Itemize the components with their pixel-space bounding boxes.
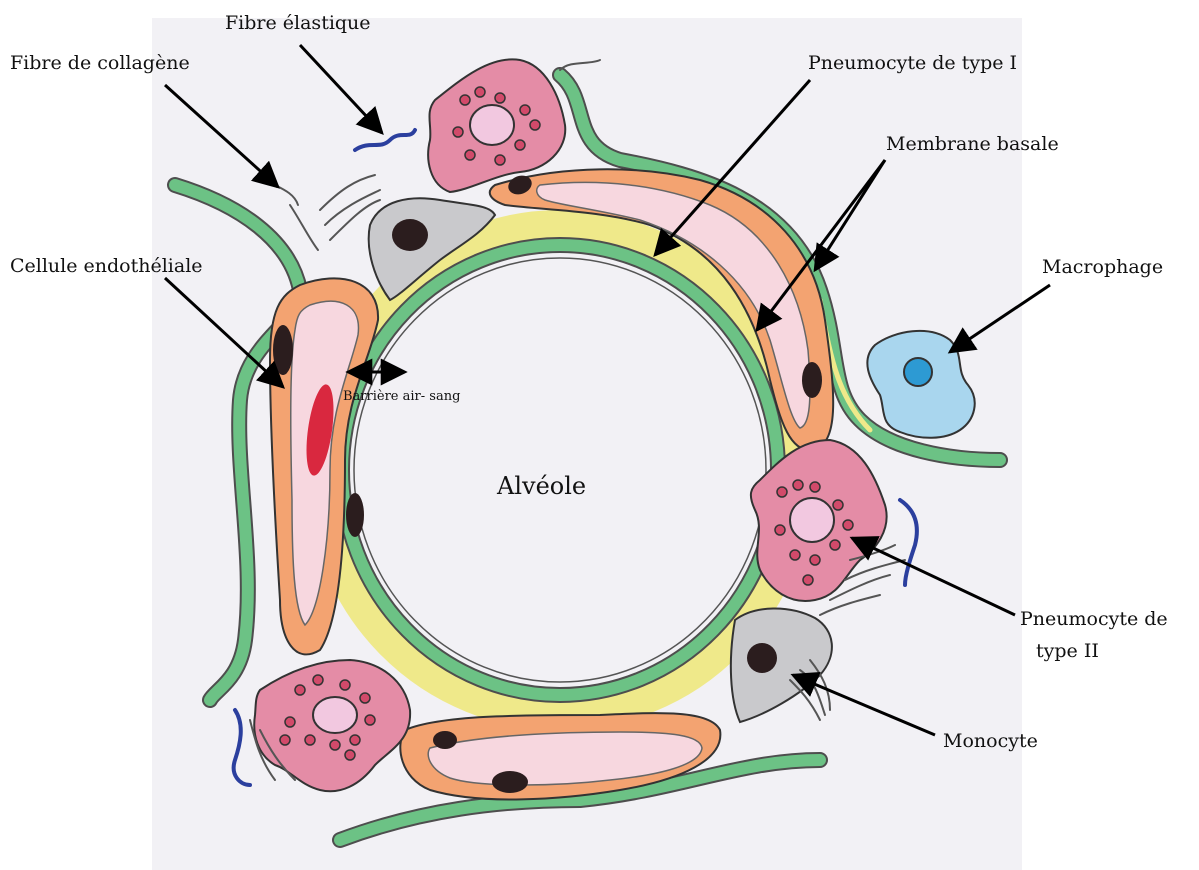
label-pneumocyte-type1: Pneumocyte de type I [808, 52, 1017, 74]
pneumocyte1-nucleus-left [346, 493, 364, 537]
label-membrane-basale: Membrane basale [886, 133, 1059, 155]
endothelial-nucleus-bottom [433, 731, 457, 749]
label-monocyte: Monocyte [943, 730, 1038, 752]
label-barriere-air-sang: Barrière air- sang [343, 389, 460, 404]
label-cellule-endotheliale: Cellule endothéliale [10, 255, 203, 277]
label-macrophage: Macrophage [1042, 256, 1163, 278]
label-pneumocyte-type2-line2: type II [1036, 640, 1099, 662]
pneumocyte1-nucleus-bottom [492, 771, 528, 793]
label-fibre-collagene: Fibre de collagène [10, 52, 190, 74]
pneumocyte1-nucleus-right [802, 362, 822, 398]
label-fibre-elastique: Fibre élastique [225, 12, 371, 34]
endothelial-nucleus [273, 325, 293, 375]
label-pneumocyte-type2-line1: Pneumocyte de [1020, 608, 1168, 630]
label-alveole: Alvéole [497, 472, 586, 500]
